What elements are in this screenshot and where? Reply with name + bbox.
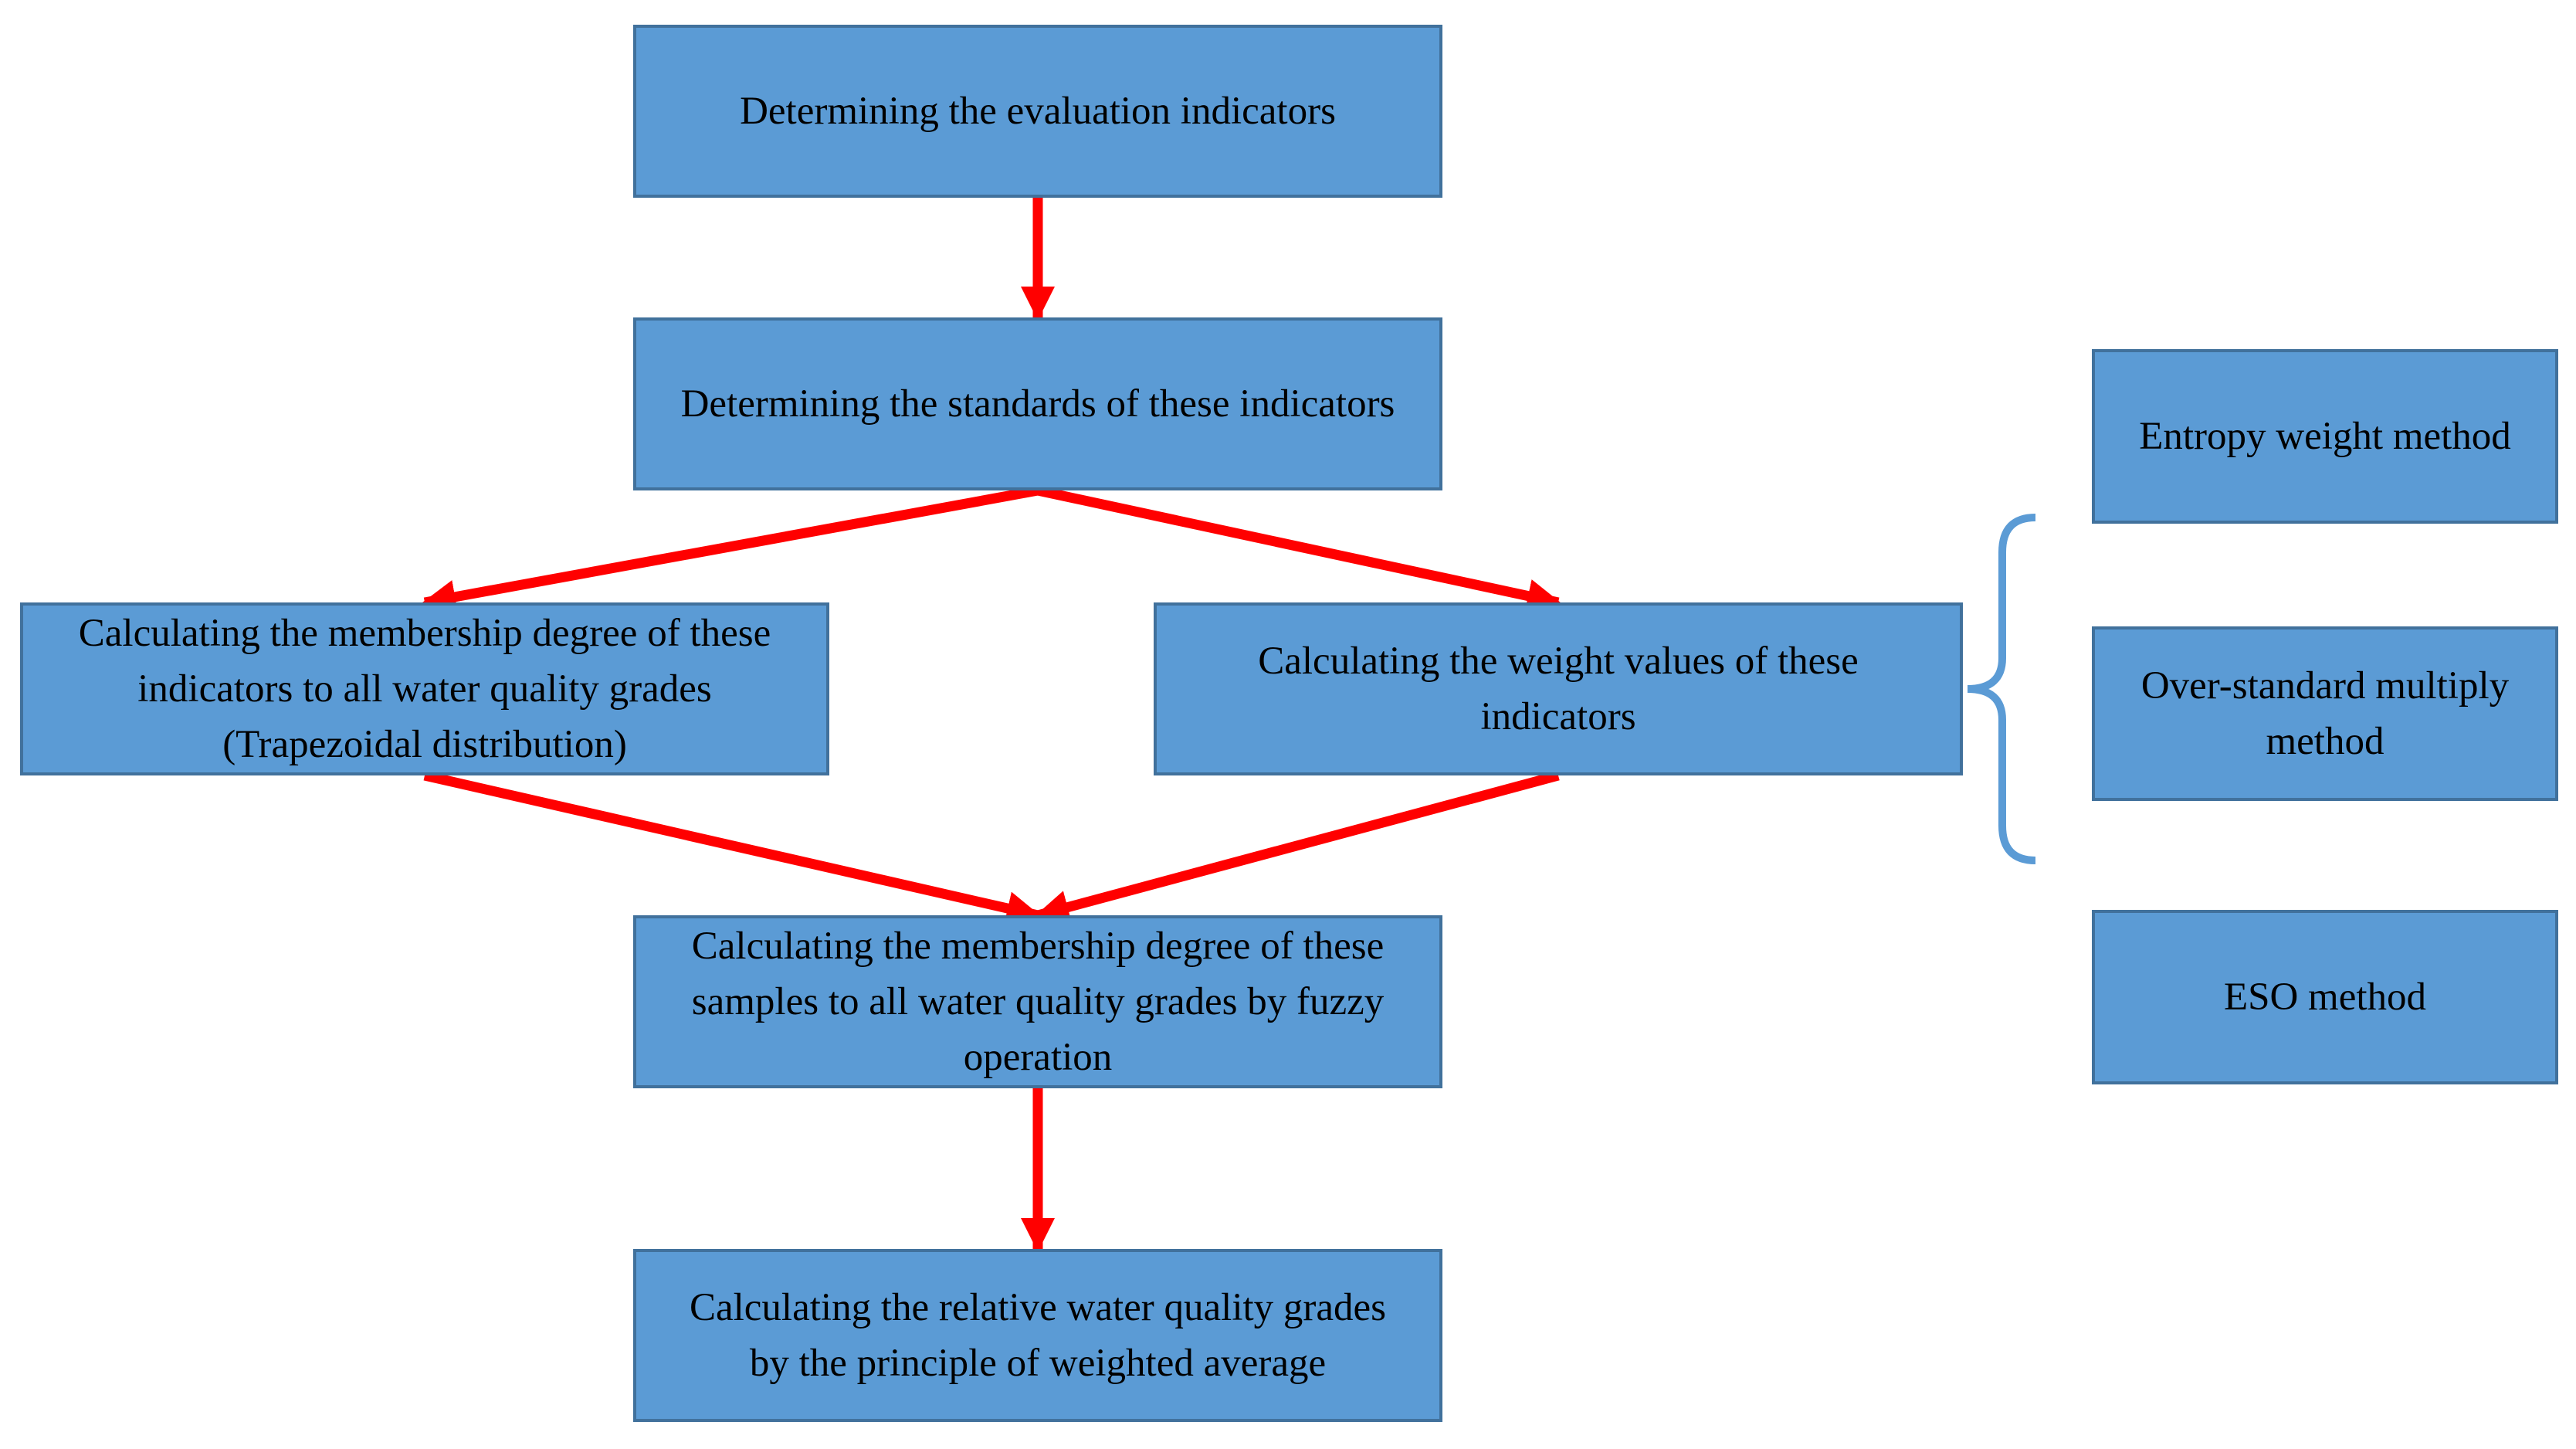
node-over-standard-multiply-method: Over-standard multiply method xyxy=(2092,626,2558,801)
node-label-line: by the principle of weighted average xyxy=(749,1342,1327,1385)
arrow-weight_values-to-membership_samples xyxy=(1035,770,1560,924)
node-label: Over-standard multiply method xyxy=(2141,658,2509,769)
node-label-line: operation xyxy=(963,1036,1113,1079)
node-label-line: Calculating the weight values of these xyxy=(1258,640,1859,683)
node-membership-degree-samples: Calculating the membership degree of the… xyxy=(633,915,1442,1088)
node-membership-degree-indicators: Calculating the membership degree of the… xyxy=(20,602,829,775)
node-label-line: indicators xyxy=(1480,695,1636,738)
node-label-line: Over-standard multiply xyxy=(2140,664,2510,708)
arrow-indicator_standards-to-membership_indicators xyxy=(422,485,1039,614)
node-label-line: Calculating the relative water quality g… xyxy=(689,1286,1387,1329)
node-determining-evaluation-indicators: Determining the evaluation indicators xyxy=(633,25,1442,198)
node-label: Entropy weight method xyxy=(2139,415,2511,458)
node-label: ESO method xyxy=(2223,976,2427,1019)
node-label: Determining the standards of these indic… xyxy=(680,382,1395,426)
node-label-line: (Trapezoidal distribution) xyxy=(222,723,627,766)
node-label-line: samples to all water quality grades by f… xyxy=(691,980,1385,1023)
node-label-line: method xyxy=(2266,720,2384,763)
node-label-line: Calculating the membership degree of the… xyxy=(691,925,1385,968)
node-eso-method: ESO method xyxy=(2092,910,2558,1084)
node-label-line: indicators to all water quality grades xyxy=(137,667,712,711)
node-determining-indicator-standards: Determining the standards of these indic… xyxy=(633,317,1442,490)
arrow-membership_indicators-to-membership_samples xyxy=(423,770,1041,925)
node-label-line: Calculating the membership degree of the… xyxy=(78,612,771,655)
node-label: Determining the evaluation indicators xyxy=(740,90,1336,133)
node-weight-values: Calculating the weight values of these i… xyxy=(1154,602,1963,775)
brace-weight-methods xyxy=(1967,514,2036,864)
node-relative-water-quality-grades: Calculating the relative water quality g… xyxy=(633,1249,1442,1422)
node-label: Calculating the weight values of these i… xyxy=(1258,633,1859,745)
arrow-indicator_standards-to-weight_values xyxy=(1036,485,1561,613)
node-label: Calculating the relative water quality g… xyxy=(690,1280,1386,1391)
node-entropy-weight-method: Entropy weight method xyxy=(2092,349,2558,524)
node-label: Calculating the membership degree of the… xyxy=(692,918,1384,1085)
node-label: Calculating the membership degree of the… xyxy=(79,606,771,772)
